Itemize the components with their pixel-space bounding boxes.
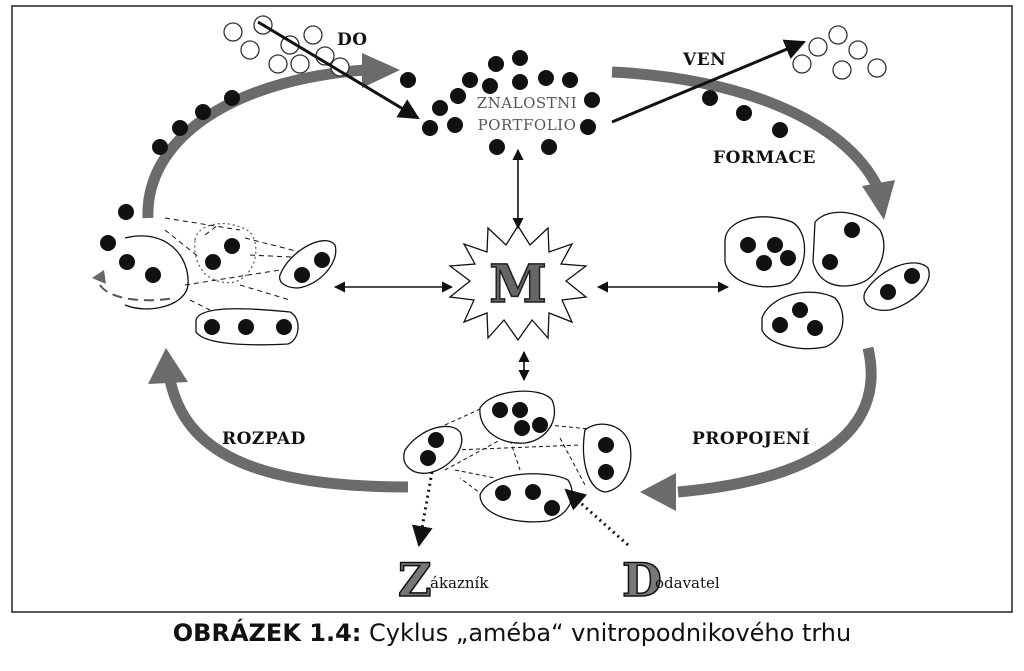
arrow-to-customer <box>411 471 434 548</box>
arrowhead-right <box>640 473 676 511</box>
formation-groups <box>724 211 930 350</box>
label-formace: FORMACE <box>713 148 816 168</box>
broken-group-arrowhead <box>92 270 106 284</box>
group-blob <box>403 425 463 474</box>
portfolio-dots <box>400 50 600 155</box>
arrow-from-supplier <box>564 488 629 547</box>
label-portfolio-line2: PORTFOLIO <box>478 116 577 134</box>
caption-text: Cyklus „améba“ vnitropodnikového trhu <box>361 619 852 647</box>
cycle-arrow-top-left <box>142 64 366 219</box>
center-star <box>448 224 588 342</box>
customer-initial: Z <box>398 553 432 607</box>
group-blob-dashed <box>194 223 257 284</box>
label-propojeni: PROPOJENÍ <box>692 428 810 449</box>
figure-frame <box>11 5 1013 613</box>
arrowhead-top-right <box>862 180 895 220</box>
connected-groups <box>403 390 632 523</box>
label-ven: VEN <box>682 50 726 70</box>
center-label: M <box>489 254 547 315</box>
customer-label: ákazník <box>430 574 489 592</box>
arrowhead-top-left <box>362 53 400 88</box>
broken-group-dash <box>99 284 176 302</box>
label-do: DO <box>337 30 368 50</box>
cycle-arrow-bottom-left <box>164 378 409 493</box>
cycle-arrow-top-right <box>611 66 883 191</box>
group-blob <box>724 216 806 288</box>
cycle-arrowheads <box>148 53 895 511</box>
group-blob <box>479 473 573 523</box>
group-blob <box>582 423 632 493</box>
disintegration-groups <box>92 217 337 346</box>
arrow-do <box>257 20 420 120</box>
amoeba-cycle-diagram: M DO VEN ZNALOSTNI PORTFOLIO FORMACE PRO… <box>11 5 1013 613</box>
arrow-ven <box>611 39 806 124</box>
broken-group-arc <box>124 235 189 310</box>
open-circles-in <box>223 15 350 77</box>
supplier-initial: D <box>622 553 662 607</box>
figure-caption: OBRÁZEK 1.4: Cyklus „améba“ vnitropodnik… <box>0 619 1024 647</box>
supplier-label: odavatel <box>655 574 720 592</box>
connector-arrows <box>333 148 730 382</box>
arrowhead-bottom-left <box>148 348 188 384</box>
dots-top-right <box>702 90 788 138</box>
open-circles-out <box>792 25 887 80</box>
group-blob <box>761 291 844 350</box>
dots-top-left <box>118 90 240 220</box>
label-rozpad: ROZPAD <box>222 429 306 449</box>
label-portfolio-line1: ZNALOSTNI <box>477 94 577 112</box>
caption-prefix: OBRÁZEK 1.4: <box>172 619 362 647</box>
cycle-arrow-right <box>677 346 877 498</box>
